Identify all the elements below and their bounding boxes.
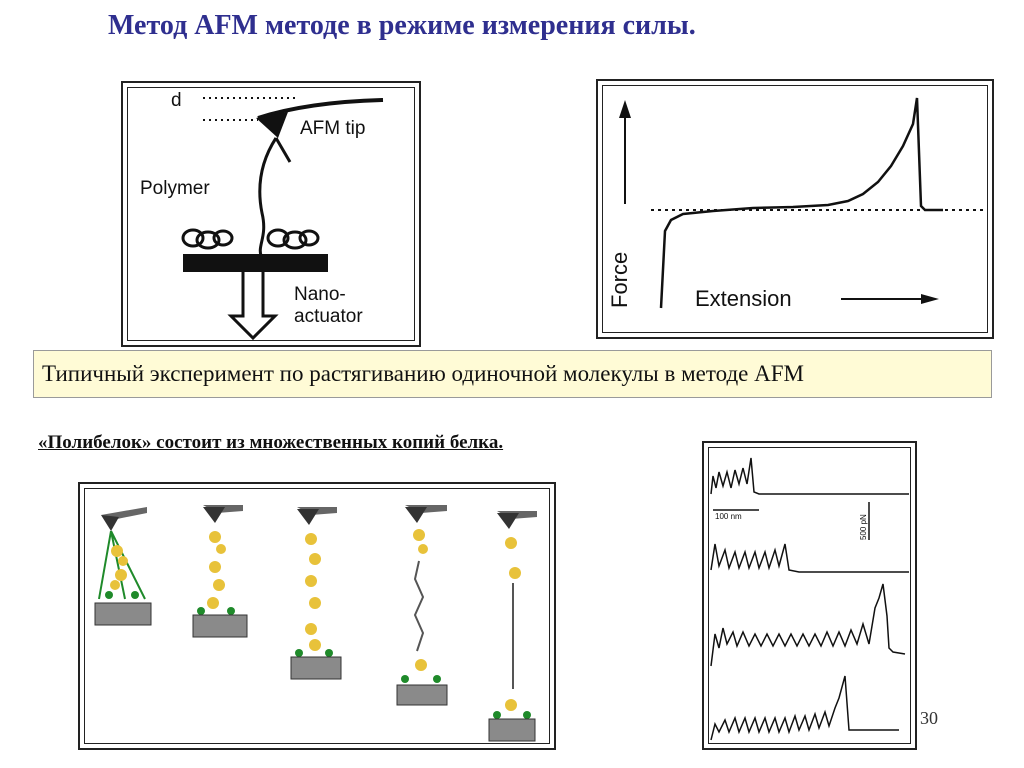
substrate-bar xyxy=(183,254,328,272)
stage-1 xyxy=(94,507,152,626)
stage-4 xyxy=(396,505,448,706)
polyprotein-inner-frame xyxy=(84,488,550,744)
scale-label-x: 100 nm xyxy=(715,512,742,521)
force-traces-inner-frame: 100 nm 500 pN xyxy=(708,447,911,744)
force-curve xyxy=(659,97,943,309)
trace-4 xyxy=(710,675,899,741)
force-extension-inner-frame: Force Extension xyxy=(602,85,988,333)
x-axis-arrow-head-icon xyxy=(921,294,939,304)
afm-schematic-inner-frame: d AFM tip Polymer Nano- actuator xyxy=(127,87,415,341)
stage-2 xyxy=(192,505,248,638)
trace-3 xyxy=(710,583,906,667)
force-traces-figure: 100 nm 500 pN xyxy=(702,441,917,750)
label-nano: Nano- xyxy=(294,284,346,305)
polymer-strand xyxy=(258,137,278,259)
afm-schematic-figure: d AFM tip Polymer Nano- actuator xyxy=(121,81,421,347)
page-number: 30 xyxy=(920,708,938,728)
label-polymer: Polymer xyxy=(140,178,210,199)
force-traces-plot xyxy=(710,457,909,741)
cantilever xyxy=(257,98,384,120)
x-axis-label: Extension xyxy=(695,286,792,311)
down-arrow-icon xyxy=(227,272,279,341)
polyprotein-subtitle: «Полибелок» состоит из множественных коп… xyxy=(38,432,504,453)
afm-schematic-drawing xyxy=(181,97,384,341)
label-actuator: actuator xyxy=(294,306,363,327)
caption-text: Типичный эксперимент по растягиванию оди… xyxy=(42,361,804,386)
slide-title: Метод AFM методе в режиме измерения силы… xyxy=(108,10,696,41)
force-extension-figure: Force Extension xyxy=(596,79,994,339)
tip-line xyxy=(274,137,292,163)
label-d: d xyxy=(171,90,182,111)
y-axis-label: Force xyxy=(607,251,632,308)
trace-1 xyxy=(710,457,909,495)
caption-box: Типичный эксперимент по растягиванию оди… xyxy=(33,350,992,398)
polyprotein-drawing xyxy=(94,505,537,742)
label-afm-tip: AFM tip xyxy=(300,118,366,139)
polyprotein-unfolding-figure xyxy=(78,482,556,750)
force-extension-plot xyxy=(619,97,985,309)
trace-2 xyxy=(710,543,909,573)
y-axis-arrow-head-icon xyxy=(619,100,631,118)
coiled-molecules xyxy=(181,228,320,250)
afm-tip-shape xyxy=(256,112,288,138)
scale-label-y: 500 pN xyxy=(859,514,868,540)
stage-5 xyxy=(488,511,537,742)
stage-3 xyxy=(290,507,342,680)
